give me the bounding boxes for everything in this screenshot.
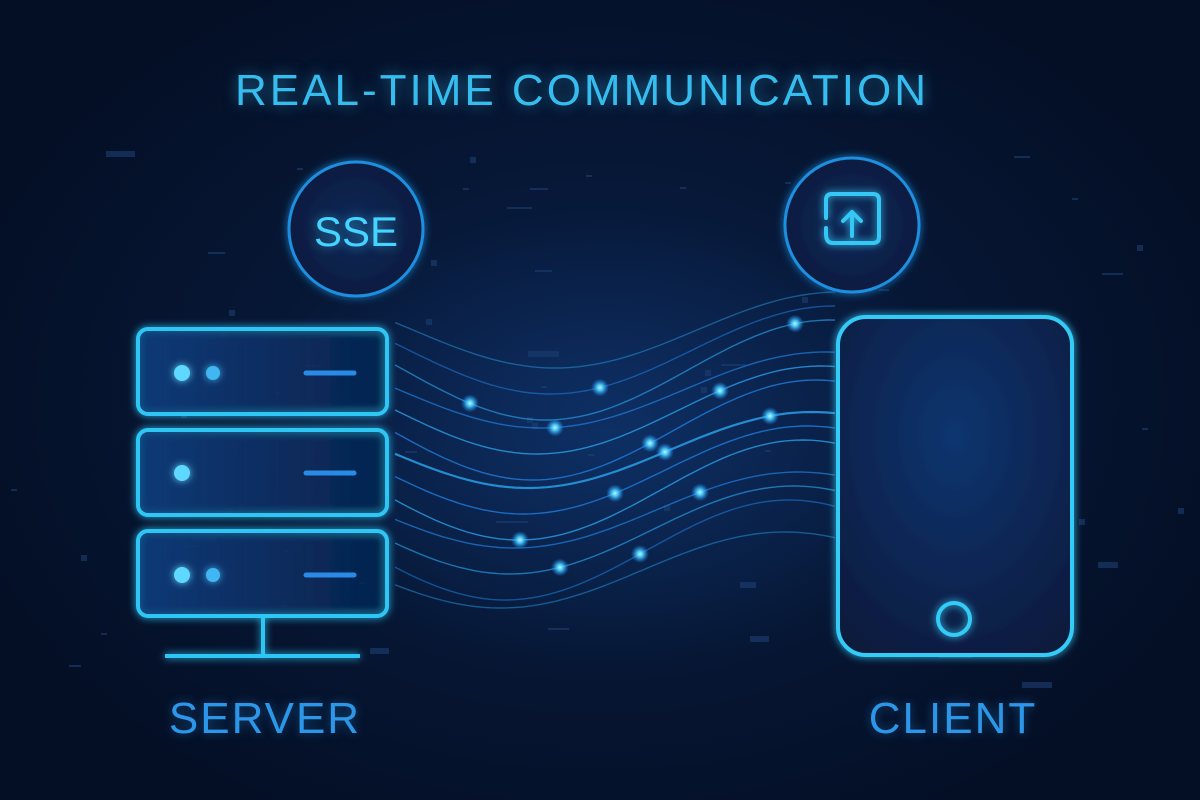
background-particle xyxy=(1022,682,1052,688)
background-particle xyxy=(1014,156,1030,158)
background-particle xyxy=(541,386,547,388)
wave-glow-dot xyxy=(641,434,659,453)
background-particle xyxy=(701,387,707,393)
wave-glow-dot xyxy=(551,558,569,577)
wave-line xyxy=(394,379,836,481)
background-particle xyxy=(879,289,889,291)
background-particle xyxy=(297,168,303,170)
background-particle xyxy=(530,188,548,190)
server-rack-icon xyxy=(136,327,389,658)
background-particle xyxy=(470,157,476,163)
background-particle xyxy=(208,252,225,254)
background-particle xyxy=(740,582,756,588)
background-particle xyxy=(431,260,437,266)
wave-glow-dot xyxy=(591,378,609,397)
background-particle xyxy=(106,151,135,157)
background-particle xyxy=(405,451,417,453)
background-particle xyxy=(1178,508,1184,514)
diagram-title: REAL-TIME COMMUNICATION xyxy=(235,66,929,115)
background-particle xyxy=(507,207,532,209)
background-particle xyxy=(535,270,552,272)
background-particle xyxy=(785,182,791,184)
wave-glow-dot xyxy=(546,418,564,437)
background-particle xyxy=(101,633,107,635)
background-particle xyxy=(370,648,389,654)
sse-badge-label: SSE xyxy=(313,208,399,255)
tablet-icon xyxy=(836,315,1074,657)
wave-line xyxy=(394,351,836,429)
wave-line xyxy=(394,531,836,609)
background-particle xyxy=(81,555,87,561)
wave-line xyxy=(394,485,836,575)
background-particle xyxy=(586,175,592,177)
wave-glow-dot xyxy=(631,545,649,563)
wave-glow-dot xyxy=(691,483,709,502)
background-particle xyxy=(721,364,746,366)
wave-glow-dot xyxy=(656,443,674,461)
wave-glow-dot xyxy=(761,407,779,425)
background-particle xyxy=(69,665,81,667)
wave-glow-dot xyxy=(511,531,529,549)
wave-glow-dot xyxy=(606,484,624,503)
background-particle xyxy=(496,521,528,523)
background-particle xyxy=(527,417,533,423)
background-particle xyxy=(765,450,771,452)
wave-line xyxy=(394,291,836,369)
server-label: SERVER xyxy=(168,694,362,743)
wave-line xyxy=(394,365,836,455)
wave-line xyxy=(394,499,836,601)
background-particle xyxy=(705,370,711,376)
data-stream-glow-dots xyxy=(461,314,804,577)
background-particle xyxy=(588,454,594,456)
background-particle xyxy=(1072,198,1078,200)
background-particle xyxy=(548,628,569,630)
background-particle xyxy=(802,297,808,303)
background-particle xyxy=(1137,245,1143,251)
background-particle xyxy=(426,319,432,325)
sse-badge xyxy=(287,160,425,298)
wave-line xyxy=(394,305,836,395)
background-particle xyxy=(181,416,187,418)
wave-glow-dot xyxy=(461,394,479,413)
background-particle xyxy=(1142,428,1148,430)
background-particle xyxy=(750,636,769,642)
background-particle xyxy=(11,489,17,491)
background-particle xyxy=(664,505,670,511)
client-badge xyxy=(783,156,921,294)
background-particle xyxy=(229,310,235,316)
background-particle xyxy=(528,351,559,357)
upload-box-icon xyxy=(824,192,881,245)
background-particle xyxy=(680,187,686,189)
wave-line xyxy=(394,471,836,549)
client-label: CLIENT xyxy=(868,694,1038,743)
background-particle xyxy=(1098,562,1118,568)
background-particle xyxy=(1102,273,1123,275)
wave-glow-dot xyxy=(711,381,729,400)
wave-line xyxy=(394,439,836,541)
background-particle xyxy=(1079,519,1085,525)
background-particle xyxy=(463,188,469,190)
background-particle xyxy=(532,423,538,429)
wave-line xyxy=(394,319,836,421)
wave-glow-dot xyxy=(786,314,804,333)
